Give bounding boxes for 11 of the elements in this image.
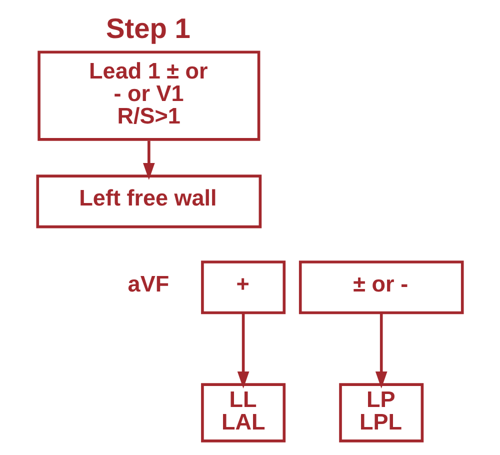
node-box: LP LPL (339, 383, 424, 442)
node-box: Left free wall (36, 174, 262, 228)
arrow (143, 140, 155, 180)
node-label: Step 1 (106, 12, 190, 44)
label: aVF (128, 271, 170, 296)
node-box: + (201, 260, 286, 314)
arrow (375, 313, 388, 388)
node-box: LL LAL (201, 383, 286, 442)
arrow (237, 313, 250, 388)
node-box: ± or - (298, 260, 464, 314)
node-box: Lead 1 ± or - or V1 R/S>1 (38, 50, 260, 141)
